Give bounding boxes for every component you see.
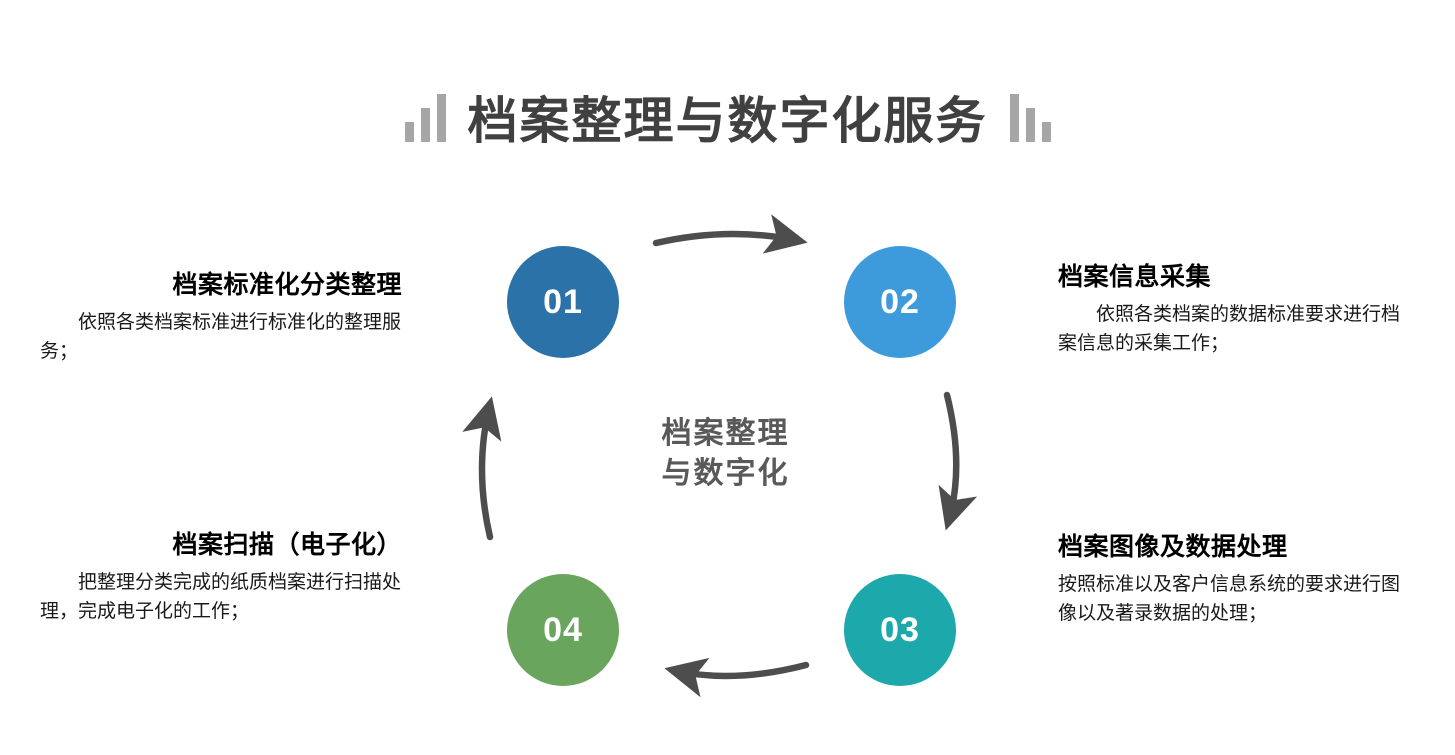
descending-bars-icon [1009,86,1051,148]
step-node-02[interactable]: 02 [844,246,956,358]
step-text-03: 档案图像及数据处理 按照标准以及客户信息系统的要求进行图像以及著录数据的处理； [1058,532,1408,629]
arrow-left-up [462,396,502,541]
arrow-right-down [938,391,978,531]
step-body-04: 把整理分类完成的纸质档案进行扫描处理，完成电子化的工作； [40,572,402,622]
ascending-bars-icon [404,86,446,148]
step-text-01: 档案标准化分类整理 依照各类档案标准进行标准化的整理服务； [40,270,402,367]
step-body-01: 依照各类档案标准进行标准化的整理服务； [40,312,402,362]
step-title-01: 档案标准化分类整理 [172,271,402,299]
step-text-02: 档案信息采集 依照各类档案的数据标准要求进行档案信息的采集工作； [1058,262,1408,359]
step-body-02: 依照各类档案的数据标准要求进行档案信息的采集工作； [1058,304,1401,354]
step-node-02-number: 02 [880,282,920,321]
page-title-text: 档案整理与数字化服务 [467,93,988,149]
center-label-line1: 档案整理 [661,417,790,450]
step-node-03[interactable]: 03 [844,574,956,686]
step-title-04: 档案扫描（电子化） [172,531,402,559]
step-node-01[interactable]: 01 [507,246,619,358]
step-node-03-number: 03 [880,610,920,649]
step-node-04-number: 04 [543,610,583,649]
center-label-line2: 与数字化 [661,456,790,490]
step-node-04[interactable]: 04 [507,574,619,686]
step-node-01-number: 01 [543,282,583,321]
step-title-02: 档案信息采集 [1058,263,1212,291]
arrow-top-right [652,214,808,254]
step-body-03: 按照标准以及客户信息系统的要求进行图像以及著录数据的处理； [1058,574,1401,624]
step-text-04: 档案扫描（电子化） 把整理分类完成的纸质档案进行扫描处理，完成电子化的工作； [40,530,402,627]
step-title-03: 档案图像及数据处理 [1058,533,1288,561]
arrow-bottom-left [664,657,810,698]
page-title: 档案整理与数字化服务 [0,70,1455,148]
center-label: 档案整理 与数字化 [563,414,888,494]
